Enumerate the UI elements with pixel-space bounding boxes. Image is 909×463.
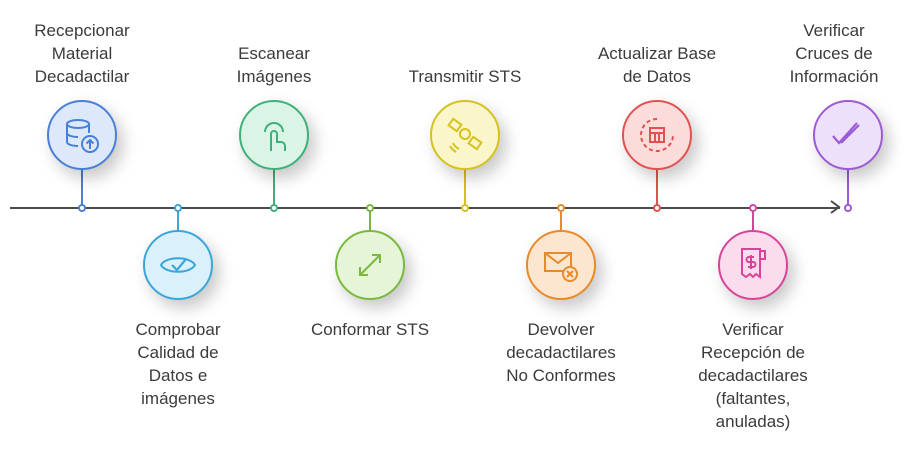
step-label: Comprobar Calidad de Datos e imágenes — [135, 320, 221, 408]
step-circle — [239, 100, 309, 170]
step-marker — [749, 204, 757, 212]
step-circle — [718, 230, 788, 300]
step-connector — [560, 208, 562, 230]
step-connector — [177, 208, 179, 230]
step-marker — [461, 204, 469, 212]
step-circle — [622, 100, 692, 170]
timeline-axis — [10, 207, 840, 209]
refresh-calendar-icon — [640, 118, 674, 152]
step-connector — [656, 170, 658, 208]
step-circle — [526, 230, 596, 300]
step-label: Recepcionar Material Decadactilar — [34, 21, 130, 86]
step-connector — [464, 170, 466, 208]
step-circle — [47, 100, 117, 170]
timeline-arrow-icon — [830, 200, 841, 214]
step-circle — [430, 100, 500, 170]
step-marker — [844, 204, 852, 212]
step-marker — [270, 204, 278, 212]
step-connector — [273, 170, 275, 208]
step-circle — [335, 230, 405, 300]
step-marker — [653, 204, 661, 212]
receipt-dollar-icon — [741, 248, 766, 279]
step-marker — [78, 204, 86, 212]
step-marker — [557, 204, 565, 212]
step-label: Transmitir STS — [408, 67, 522, 86]
double-check-icon — [832, 122, 860, 145]
step-label: Verificar Recepción de decadactilares (f… — [698, 320, 808, 431]
step-circle — [143, 230, 213, 300]
step-connector — [81, 170, 83, 208]
step-connector — [369, 208, 371, 230]
step-label: Conformar STS — [310, 320, 430, 339]
step-marker — [174, 204, 182, 212]
database-upload-icon — [66, 119, 99, 153]
step-label: Actualizar Base de Datos — [597, 44, 717, 86]
expand-arrows-icon — [359, 254, 381, 276]
step-label: Escanear Imágenes — [236, 44, 312, 86]
step-connector — [847, 170, 849, 208]
step-circle — [813, 100, 883, 170]
step-label: Verificar Cruces de Información — [789, 21, 879, 86]
satellite-icon — [447, 117, 483, 153]
eye-check-icon — [159, 257, 197, 273]
mail-reject-icon — [544, 252, 578, 282]
step-label: Devolver decadactilares No Conformes — [506, 320, 616, 385]
step-marker — [366, 204, 374, 212]
step-connector — [752, 208, 754, 230]
touch-scan-icon — [264, 122, 286, 151]
